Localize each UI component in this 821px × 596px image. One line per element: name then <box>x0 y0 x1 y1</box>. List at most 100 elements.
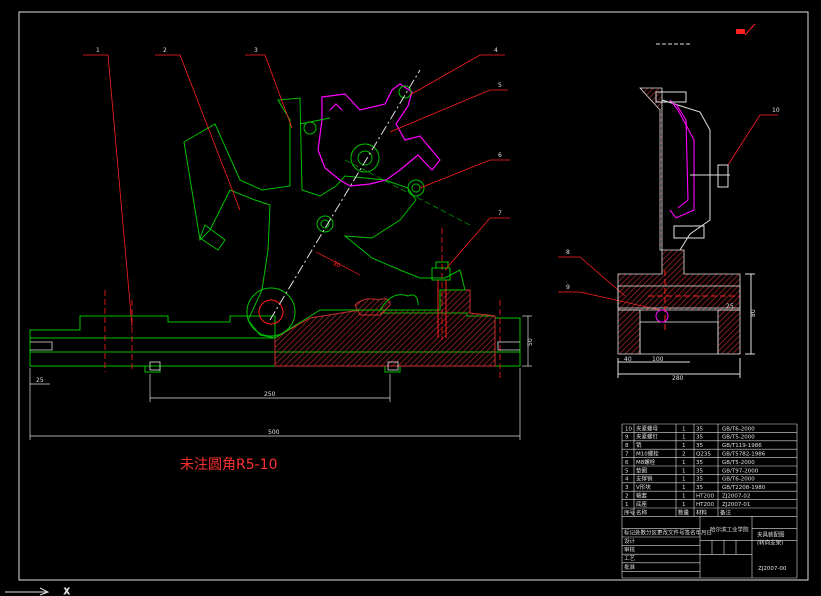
bom-row-qty: 1 <box>682 502 686 508</box>
bom-header-cell: 数量 <box>678 508 690 516</box>
bom-header-cell: 名称 <box>636 508 648 516</box>
bom-header-cell: 备注 <box>720 508 732 516</box>
bom-row-qty: 1 <box>682 468 686 474</box>
bom-row-qty: 1 <box>682 460 686 466</box>
bom-row-name: 底座 <box>636 500 648 508</box>
dim-angle-tag: 30 <box>331 260 341 270</box>
bom-row-no: 3 <box>625 485 629 491</box>
bom-row-name: M10螺栓 <box>636 450 659 458</box>
bom-row-standard: GB/T5782-1986 <box>722 452 766 458</box>
sign-row-label: 批准 <box>624 563 636 571</box>
callout-labels: 1 2 3 4 5 6 7 8 9 10 <box>96 47 780 291</box>
callout-9: 9 <box>566 284 570 291</box>
side-dim-height: 80 <box>750 309 757 317</box>
callout-7: 7 <box>498 210 502 217</box>
dim-slot-width: 250 <box>264 391 276 398</box>
drawing-frame <box>18 11 809 581</box>
bom-row-name: 支撑销 <box>636 475 653 483</box>
callout-8: 8 <box>566 249 570 256</box>
callout-6: 6 <box>498 152 502 159</box>
dim-total-length: 500 <box>268 429 280 436</box>
bom-row-qty: 1 <box>682 435 686 441</box>
bom-row-standard: GB/T6-2000 <box>722 426 755 432</box>
bom-row-name: 夹紧螺钉 <box>636 433 659 441</box>
side-dim-center: 100 <box>652 356 664 363</box>
callout-4: 4 <box>494 47 498 54</box>
bom-row-material: 35 <box>696 460 703 466</box>
school-name: 哈尔滨工业学院 <box>710 525 749 533</box>
bom-row-standard: GB/T119-1986 <box>722 443 762 449</box>
bom-row-material: HT200 <box>696 494 714 500</box>
dim-base-height: 50 <box>527 338 534 346</box>
ucs-axis-icon: X <box>5 587 71 596</box>
bom-row-no: 7 <box>625 452 629 458</box>
clamp-lever <box>317 83 441 187</box>
sign-row-label: 设计 <box>624 537 636 545</box>
side-view <box>617 43 755 378</box>
bom-row-name: 垫圈 <box>636 466 648 474</box>
bom-row-standard: GB/T97-2000 <box>722 468 759 474</box>
bom-row-standard: GB/T6-2000 <box>722 477 755 483</box>
bom-row-material: HT200 <box>696 502 714 508</box>
bom-row-qty: 1 <box>682 494 686 500</box>
base-bolts <box>30 341 520 371</box>
bom-row-material: 35 <box>696 435 703 441</box>
callout-5: 5 <box>498 82 502 89</box>
drawing-subtitle: (转向支架) <box>757 538 783 546</box>
callout-1: 1 <box>96 47 100 54</box>
base-section-hatch-2 <box>354 298 391 316</box>
callout-10: 10 <box>772 107 780 114</box>
drawing-number: ZJ2007-00 <box>758 566 787 572</box>
leader-lines <box>83 54 778 327</box>
lever-pins <box>299 85 425 197</box>
bom-row-qty: 1 <box>682 443 686 449</box>
bom-row-qty: 1 <box>682 426 686 432</box>
dimension-lines <box>29 251 532 440</box>
bom-header-cell: 材料 <box>696 508 708 516</box>
bom-row-no: 6 <box>625 460 629 466</box>
bom-row-no: 4 <box>625 477 629 483</box>
bom-row-name: 销 <box>636 441 642 449</box>
side-dim-right: 25 <box>726 303 734 310</box>
callout-2: 2 <box>163 47 167 54</box>
bom-row-no: 1 <box>625 502 629 508</box>
bom-row-no: 10 <box>625 426 632 432</box>
bom-row-name: V形块 <box>636 483 651 491</box>
bom-row-standard: GB/T2208-1980 <box>722 485 766 491</box>
untoleranced-fillet-note: 未注圆角R5-10 <box>180 457 278 473</box>
bom-row-no: 2 <box>625 494 629 500</box>
side-dim-width: 280 <box>672 375 684 382</box>
side-dim-left: 40 <box>624 356 632 363</box>
bom-row-standard: GB/T5-2000 <box>722 460 755 466</box>
dim-left-offset: 25 <box>36 377 44 384</box>
bom-row-material: Q235 <box>696 452 711 458</box>
sign-row-label: 审核 <box>624 546 636 554</box>
bom-row-standard: GB/T5-2000 <box>722 435 755 441</box>
bom-row-standard: ZJ2007-01 <box>722 502 750 508</box>
bom-row-name: 轴套 <box>636 492 648 500</box>
svg-text:X: X <box>64 587 70 596</box>
bom-row-material: 35 <box>696 443 703 449</box>
bom-row-qty: 1 <box>682 485 686 491</box>
drawing-name: 夹具装配图 <box>757 530 785 538</box>
support-body <box>183 97 466 339</box>
bom-header-cell: 序号 <box>624 508 636 516</box>
bolt-7 <box>431 261 451 338</box>
bom-row-material: 35 <box>696 477 703 483</box>
bom-row-name: M8螺栓 <box>636 458 656 466</box>
workpiece-axis <box>269 69 421 321</box>
bom-row-no: 8 <box>625 443 629 449</box>
bom-row-standard: ZJ2007-02 <box>722 494 750 500</box>
bom-row-material: 35 <box>696 426 703 432</box>
bom-row-material: 35 <box>696 485 703 491</box>
angle-line <box>344 159 471 226</box>
bom-row-no: 9 <box>625 435 629 441</box>
bom-row-material: 35 <box>696 468 703 474</box>
bom-row-no: 5 <box>625 468 629 474</box>
bom-row-qty: 2 <box>682 452 686 458</box>
sign-row-label: 标记处数分区更改文件号签名年月日 <box>624 528 712 536</box>
bom-row-qty: 1 <box>682 477 686 483</box>
centerlines <box>104 228 501 380</box>
